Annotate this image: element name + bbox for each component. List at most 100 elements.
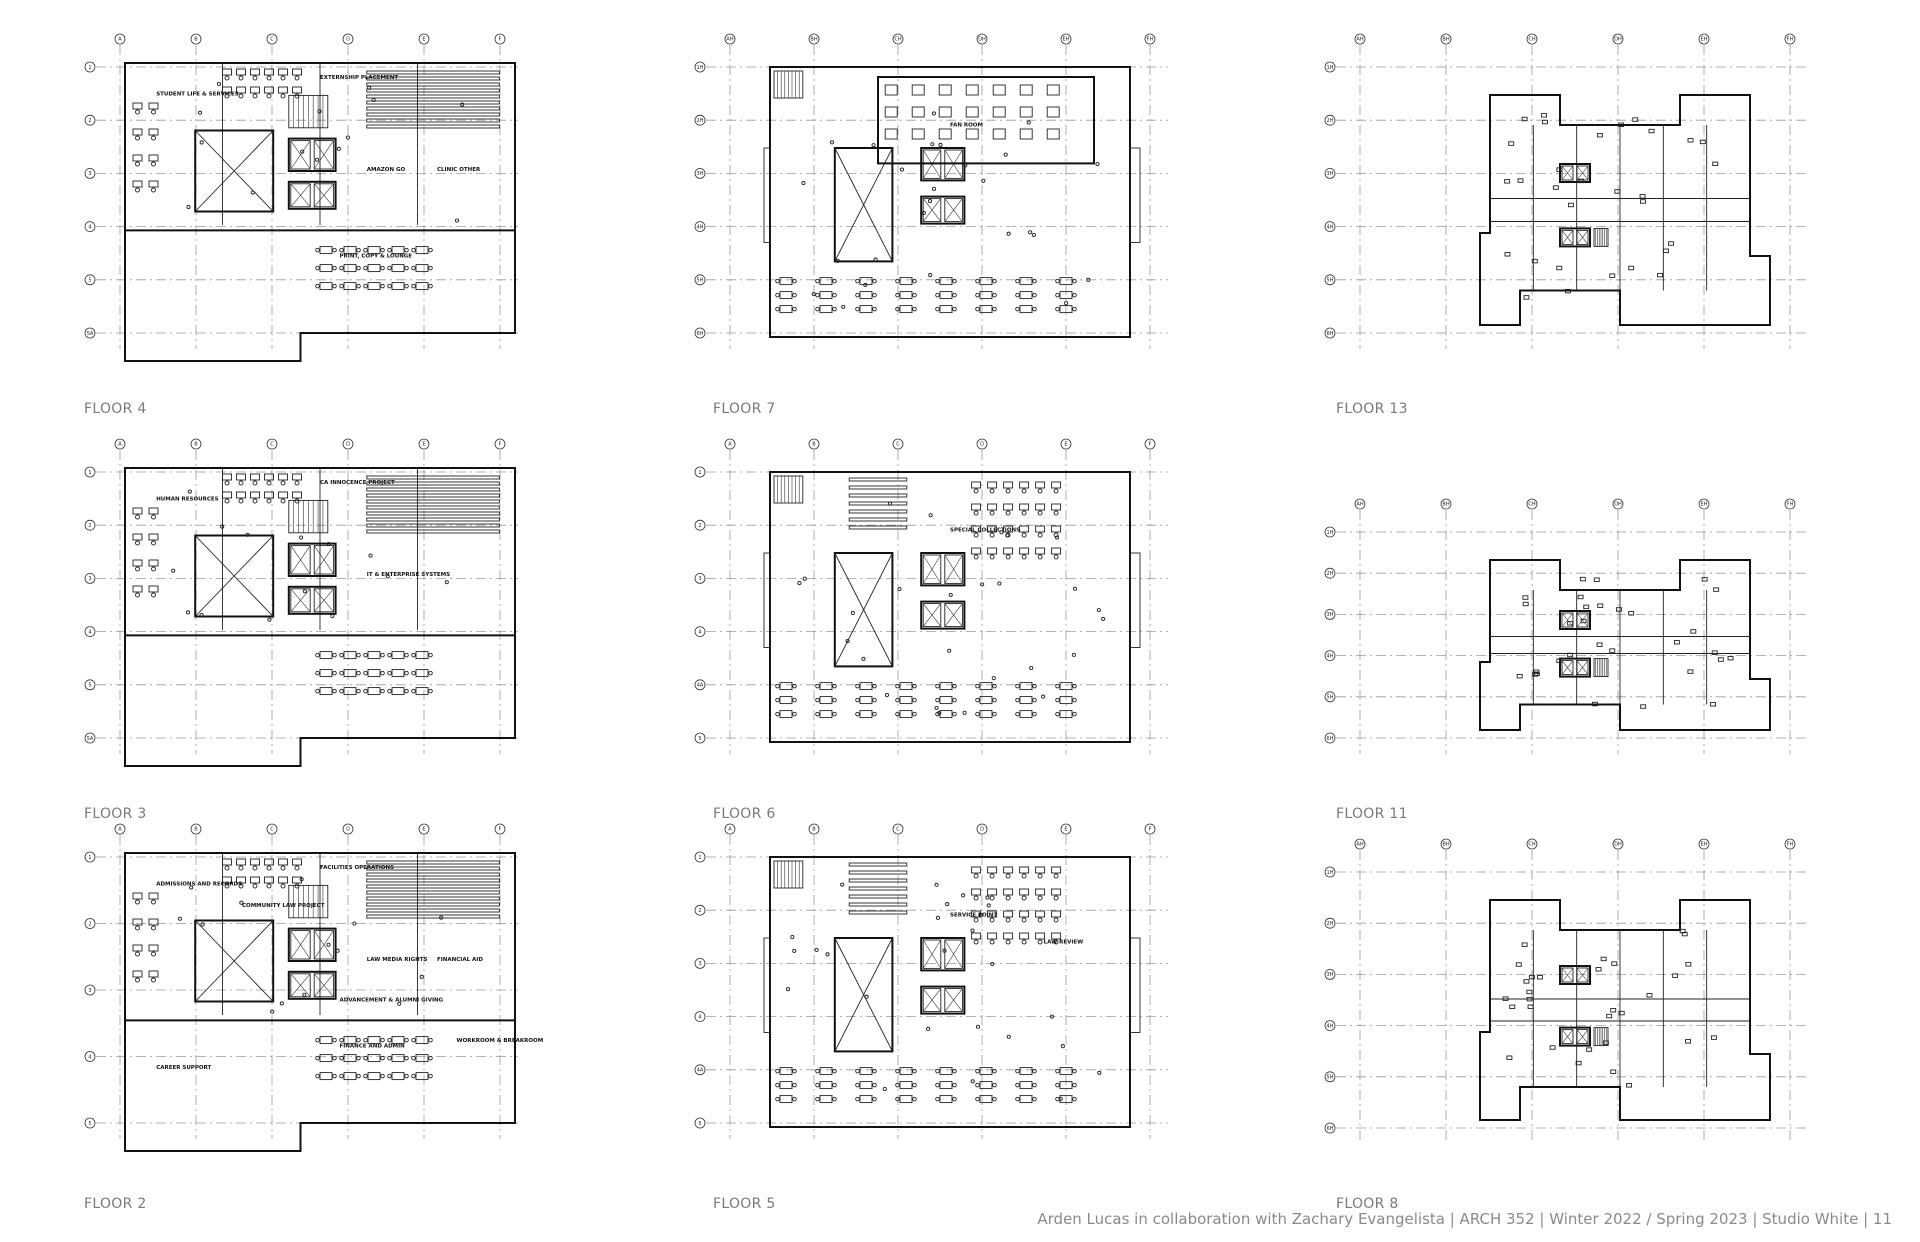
- furniture-chair: [815, 1068, 820, 1074]
- furniture-stool: [999, 530, 1004, 535]
- furniture-desk: [250, 68, 260, 76]
- furniture-chair: [1037, 917, 1043, 923]
- furniture-stool: [1095, 162, 1100, 167]
- grid-bubble: [84, 626, 96, 637]
- furniture-desk: [971, 932, 982, 940]
- fixture: [1600, 956, 1607, 962]
- furniture-chair: [428, 1055, 433, 1061]
- grid-bubble-label: 4: [88, 224, 91, 230]
- furniture-chair: [912, 292, 917, 298]
- fixture: [1615, 607, 1622, 612]
- furniture-chair: [1015, 1082, 1020, 1088]
- furniture-chair: [1037, 873, 1043, 879]
- furniture-chair: [224, 865, 230, 871]
- furniture-table: [1059, 1081, 1073, 1090]
- furniture-desk: [971, 888, 982, 896]
- furniture-chair: [404, 652, 409, 658]
- furniture-chair: [872, 1096, 877, 1102]
- furniture-desk: [132, 918, 143, 926]
- grid-bubble: [694, 851, 706, 863]
- furniture-stool: [199, 612, 204, 618]
- mechanical-unit: [1019, 128, 1033, 140]
- library-stack: [848, 910, 908, 915]
- furniture-chair: [1005, 939, 1011, 945]
- furniture-chair: [832, 697, 837, 703]
- fixture: [1523, 295, 1530, 300]
- furniture-chair: [872, 1082, 877, 1088]
- furniture-chair: [332, 652, 337, 658]
- furniture-chair: [135, 592, 140, 598]
- furniture-stool: [970, 1079, 975, 1084]
- grid-bubble: [190, 823, 202, 835]
- atrium-void: [194, 919, 275, 1003]
- furniture-stool: [299, 877, 304, 882]
- fixture: [1504, 252, 1511, 257]
- furniture-chair: [1053, 939, 1059, 945]
- furniture-stool: [216, 81, 222, 86]
- furniture-chair: [1037, 895, 1043, 901]
- furniture-stool: [419, 974, 424, 979]
- fixture: [1618, 122, 1625, 127]
- furniture-chair: [1037, 488, 1043, 494]
- grid-bubble: [190, 438, 202, 450]
- library-stack: [366, 908, 500, 913]
- elevator-car: [944, 939, 963, 969]
- furniture-chair: [1021, 895, 1027, 901]
- grid-bubble: [694, 679, 706, 691]
- furniture-table: [319, 282, 333, 291]
- floor-label: FLOOR 4: [84, 401, 147, 417]
- room-label: SERVICE POINT: [950, 912, 997, 918]
- fixture: [1687, 138, 1694, 143]
- furniture-chair: [872, 697, 877, 703]
- grid-bubble-label: C: [270, 37, 274, 43]
- furniture-chair: [792, 1082, 797, 1088]
- furniture-desk: [292, 86, 302, 94]
- furniture-desk: [132, 154, 143, 162]
- library-stack: [366, 902, 500, 907]
- furniture-stool: [1060, 1044, 1065, 1049]
- room-label: LAW REVIEW: [1044, 939, 1084, 945]
- grid-bubble: [1324, 221, 1336, 233]
- furniture-desk: [148, 180, 159, 188]
- furniture-table: [343, 246, 357, 255]
- grid-bubble-label: 4H: [1327, 1023, 1334, 1029]
- furniture-chair: [1005, 488, 1011, 494]
- grid-bubble-label: A: [728, 827, 732, 833]
- grid-bubble: [892, 823, 904, 835]
- library-stack: [366, 100, 500, 105]
- furniture-chair: [912, 306, 917, 312]
- fixture: [1687, 669, 1694, 674]
- furniture-table: [319, 1054, 333, 1063]
- grid-bubble-label: 3: [698, 961, 701, 967]
- library-stack: [366, 884, 500, 889]
- furniture-chair: [238, 75, 244, 81]
- grid-bubble: [1324, 732, 1336, 744]
- furniture-chair: [151, 899, 156, 905]
- fixture: [1699, 139, 1706, 145]
- furniture-chair: [1032, 1068, 1037, 1074]
- grid-bubble: [494, 33, 506, 45]
- grid-bubble-label: A: [118, 37, 122, 43]
- furniture-table: [1059, 277, 1073, 286]
- elevator-car: [313, 140, 335, 170]
- grid-bubble: [84, 114, 96, 126]
- furniture-chair: [332, 670, 337, 676]
- grid-bubble: [418, 33, 430, 45]
- furniture-chair: [135, 540, 140, 546]
- grid-bubble: [84, 679, 96, 691]
- furniture-stool: [931, 111, 936, 116]
- furniture-chair: [363, 652, 368, 658]
- library-stack: [366, 118, 500, 123]
- furniture-stool: [439, 915, 444, 920]
- furniture-chair: [815, 278, 820, 284]
- furniture-table: [859, 682, 873, 691]
- grid-bubble-label: 5: [698, 1121, 701, 1127]
- furniture-chair: [135, 161, 140, 167]
- grid-bubble-label: D: [346, 442, 350, 448]
- furniture-chair: [404, 688, 409, 694]
- furniture-desk: [1035, 866, 1046, 874]
- furniture-stool: [938, 142, 943, 148]
- grid-bubble-label: 5: [698, 736, 701, 742]
